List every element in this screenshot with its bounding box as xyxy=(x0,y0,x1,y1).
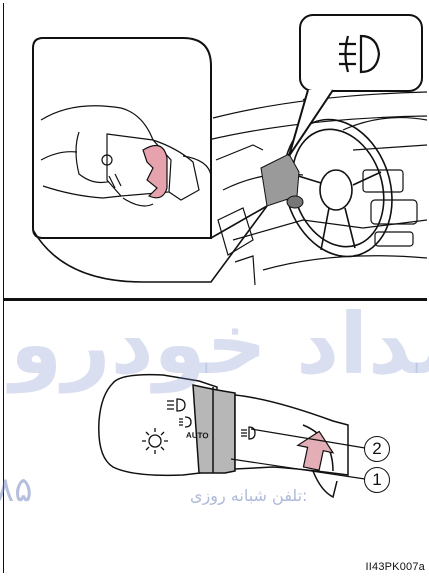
callout-1: 1 xyxy=(364,467,390,493)
callout-2: 2 xyxy=(364,436,390,462)
front-fog-light-icon xyxy=(301,16,421,90)
lever-illustration xyxy=(3,301,427,576)
figure-code: II43PK007a xyxy=(366,561,426,573)
bottom-illustration: AUTO xyxy=(3,301,427,576)
fog-light-symbol-callout xyxy=(299,14,423,92)
top-illustration xyxy=(3,0,427,298)
auto-label: AUTO xyxy=(186,431,209,441)
